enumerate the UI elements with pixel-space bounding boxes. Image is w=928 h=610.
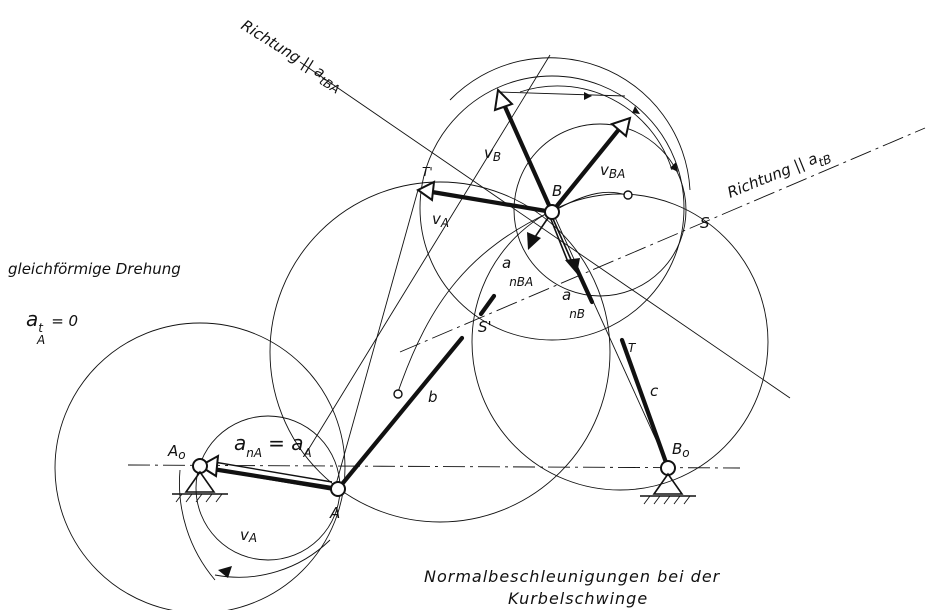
joint-B [544, 204, 560, 220]
coupler-b-lower [335, 335, 465, 492]
line-vA-to-A [334, 189, 419, 489]
label-vA-lower: vA [240, 526, 257, 545]
label-S-prime: S' [478, 318, 492, 336]
point-b-end [393, 389, 403, 399]
arc-top-outer [449, 57, 691, 191]
arrowhead-vA-at-B [416, 180, 436, 202]
label-B0: Bo [672, 440, 690, 460]
label-gleichfoermige-drehung: gleichförmige Drehung [8, 260, 181, 278]
label-richtung-atBA: Richtung || atBA [236, 16, 347, 97]
arrowhead-anA [198, 454, 220, 478]
vector-vBA [549, 125, 623, 215]
label-b: b [428, 388, 438, 406]
arrowhead-anB [565, 258, 580, 274]
circle-B-main [419, 75, 685, 341]
label-vA-at-B: vA [432, 210, 449, 230]
arc-b-to-B [397, 211, 551, 393]
arrowhead-anBA [527, 232, 541, 250]
vector-anA-line2 [213, 469, 333, 491]
support-B0 [652, 472, 684, 495]
label-anA: anA= aA [234, 431, 312, 460]
arrowhead-vA-bottom [218, 566, 232, 578]
crank-a [197, 464, 341, 492]
arc-vA-bottom [214, 539, 331, 578]
links [197, 262, 671, 492]
rocker-c-upper [572, 262, 595, 305]
arrowhead-rotation-3 [670, 162, 678, 172]
construction-circles [54, 57, 769, 610]
arc-lower-left [179, 469, 216, 581]
line-vB-vBA [497, 91, 626, 97]
label-S: S [700, 214, 710, 232]
line-direction-atBA [299, 61, 791, 399]
circle-B0-large [471, 193, 769, 491]
labels: Richtung || atBA Richtung || atB vB vBA … [8, 16, 834, 608]
velocity-vectors [416, 87, 632, 215]
hatch-A0 [175, 493, 223, 503]
frame-centerline [127, 464, 741, 469]
point-B-right [623, 190, 633, 200]
rotation-arrows [214, 85, 678, 578]
label-c: c [650, 382, 659, 400]
arrowhead-vB [493, 87, 514, 112]
line-direction-atB [399, 127, 926, 353]
vector-anB [549, 211, 573, 263]
vector-vB [499, 97, 555, 215]
vector-vA-at-B [429, 189, 555, 215]
label-vBA: vBA [600, 161, 625, 181]
vector-anA-line1 [213, 461, 333, 483]
label-vB: vB [484, 144, 501, 164]
support-A0 [184, 470, 216, 493]
arrowhead-vBA [610, 116, 632, 138]
construction-lines [127, 54, 926, 489]
ground-A0 [172, 470, 228, 503]
rocker-c-lower [619, 337, 671, 471]
acceleration-vectors [198, 211, 580, 491]
label-A: A [329, 504, 340, 522]
joints [192, 190, 676, 497]
label-richtung-atB: Richtung || atB [725, 144, 834, 205]
circle-A0-large [54, 322, 346, 610]
arrowhead-rotation-2 [632, 106, 640, 114]
label-B: B [552, 182, 562, 200]
joint-A [330, 481, 346, 497]
caption-line-1: Normalbeschleunigungen bei der [424, 567, 721, 586]
label-A0: Ao [167, 442, 186, 462]
caption-line-2: Kurbelschwinge [508, 589, 648, 608]
circle-AB-mid [269, 181, 611, 523]
arrowhead-rotation-1 [584, 92, 592, 100]
coupler-b-upper [478, 293, 497, 317]
label-T: T [628, 341, 637, 355]
ground-B0 [640, 472, 696, 505]
arc-rotation-top [519, 85, 673, 171]
line-through-Tprime [304, 54, 551, 456]
arc-B-right [551, 191, 627, 213]
hatch-B0 [643, 495, 691, 505]
vector-anB-double [547, 211, 569, 263]
label-T-prime: T' [422, 165, 433, 179]
